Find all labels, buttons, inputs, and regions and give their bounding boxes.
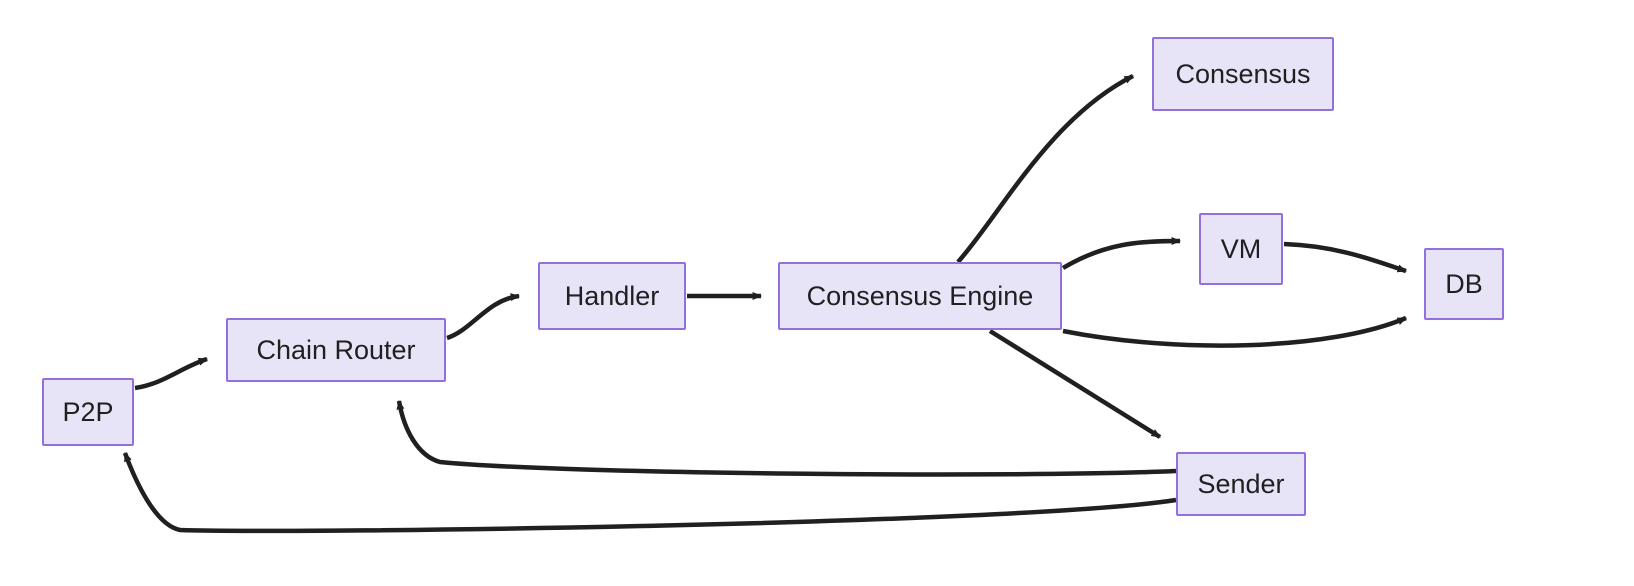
edge-chain-router-to-handler bbox=[446, 293, 521, 341]
node-label-sender: Sender bbox=[1197, 468, 1285, 499]
node-vm[interactable]: VM bbox=[1199, 213, 1283, 285]
node-label-consensus: Consensus bbox=[1175, 58, 1311, 89]
edge-vm-to-db bbox=[1283, 241, 1408, 274]
edge-consensus-engine-to-sender bbox=[988, 329, 1162, 439]
node-chain-router[interactable]: Chain Router bbox=[226, 318, 446, 382]
node-sender[interactable]: Sender bbox=[1176, 452, 1306, 516]
node-label-db: DB bbox=[1445, 268, 1483, 299]
node-label-handler: Handler bbox=[564, 280, 660, 311]
edge-consensus-engine-to-db bbox=[1062, 315, 1408, 348]
edge-sender-to-p2p bbox=[122, 451, 1177, 534]
node-p2p[interactable]: P2P bbox=[42, 378, 134, 446]
edge-p2p-to-chain-router bbox=[134, 356, 209, 391]
edge-consensus-engine-to-vm bbox=[1061, 237, 1182, 270]
node-db[interactable]: DB bbox=[1424, 248, 1504, 320]
edge-sender-to-chain-router bbox=[396, 399, 1177, 477]
node-label-chain-router: Chain Router bbox=[256, 334, 416, 365]
edge-consensus-engine-to-consensus bbox=[956, 73, 1135, 264]
node-label-consensus-engine: Consensus Engine bbox=[806, 280, 1034, 311]
node-handler[interactable]: Handler bbox=[538, 262, 686, 330]
node-label-p2p: P2P bbox=[62, 396, 114, 427]
node-consensus[interactable]: Consensus bbox=[1152, 37, 1334, 111]
node-label-vm: VM bbox=[1220, 233, 1262, 264]
node-consensus-engine[interactable]: Consensus Engine bbox=[778, 262, 1062, 330]
